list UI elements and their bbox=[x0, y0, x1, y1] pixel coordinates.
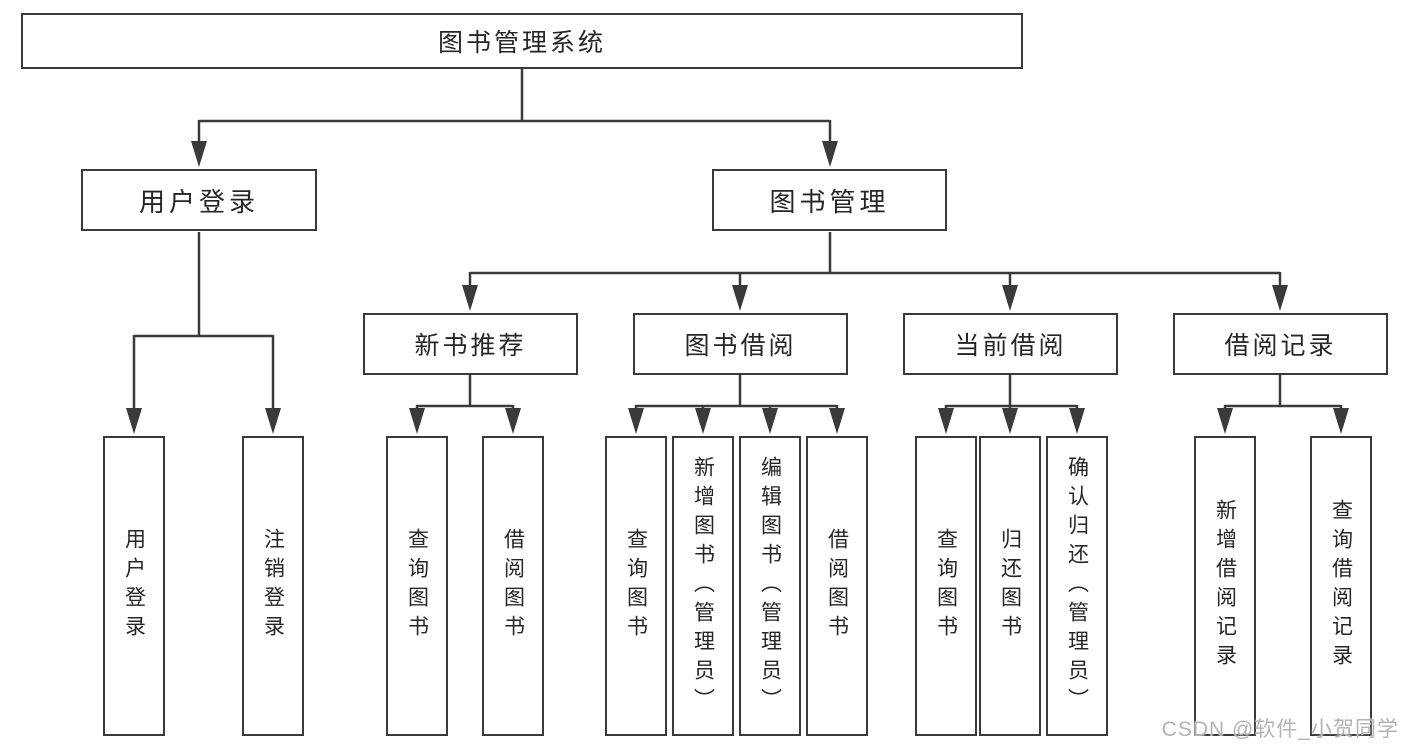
leaf-query-books-current: 查询图书 bbox=[915, 436, 977, 736]
node-current-borrowing: 当前借阅 bbox=[903, 313, 1118, 375]
leaf-add-books-admin: 新增图书（管理员） bbox=[672, 436, 734, 736]
leaf-add-borrow-record: 新增借阅记录 bbox=[1194, 436, 1256, 736]
leaf-label: 编辑图书（管理员） bbox=[758, 455, 782, 717]
leaf-label: 查询借阅记录 bbox=[1329, 499, 1353, 673]
leaf-query-borrow-record: 查询借阅记录 bbox=[1310, 436, 1372, 736]
leaf-label: 用户登录 bbox=[122, 528, 146, 644]
watermark-text: CSDN @软件_小贺同学 bbox=[1161, 718, 1399, 741]
leaf-edit-books-admin: 编辑图书（管理员） bbox=[739, 436, 801, 736]
leaf-query-books-recommendation: 查询图书 bbox=[386, 436, 448, 736]
leaf-query-books-borrowing: 查询图书 bbox=[605, 436, 667, 736]
leaf-label: 查询图书 bbox=[624, 528, 648, 644]
node-new-book-recommendation: 新书推荐 bbox=[363, 313, 578, 375]
leaf-label: 确认归还（管理员） bbox=[1065, 455, 1089, 717]
leaf-user-login: 用户登录 bbox=[103, 436, 165, 736]
leaf-label: 查询图书 bbox=[934, 528, 958, 644]
leaf-label: 新增图书（管理员） bbox=[691, 455, 715, 717]
leaf-label: 注销登录 bbox=[261, 528, 285, 644]
leaf-borrow-books-recommendation: 借阅图书 bbox=[482, 436, 544, 736]
leaf-return-books: 归还图书 bbox=[979, 436, 1041, 736]
node-library-management-system: 图书管理系统 bbox=[21, 13, 1023, 69]
leaf-label: 借阅图书 bbox=[501, 528, 525, 644]
node-borrowing-records: 借阅记录 bbox=[1173, 313, 1388, 375]
leaf-label: 借阅图书 bbox=[825, 528, 849, 644]
leaf-label: 查询图书 bbox=[405, 528, 429, 644]
leaf-logout: 注销登录 bbox=[242, 436, 304, 736]
node-book-management-branch: 图书管理 bbox=[712, 169, 947, 231]
leaf-label: 新增借阅记录 bbox=[1213, 499, 1237, 673]
leaf-label: 归还图书 bbox=[998, 528, 1022, 644]
node-user-login-branch: 用户登录 bbox=[81, 169, 317, 231]
leaf-confirm-return-admin: 确认归还（管理员） bbox=[1046, 436, 1108, 736]
leaf-borrow-books: 借阅图书 bbox=[806, 436, 868, 736]
node-book-borrowing: 图书借阅 bbox=[633, 313, 848, 375]
